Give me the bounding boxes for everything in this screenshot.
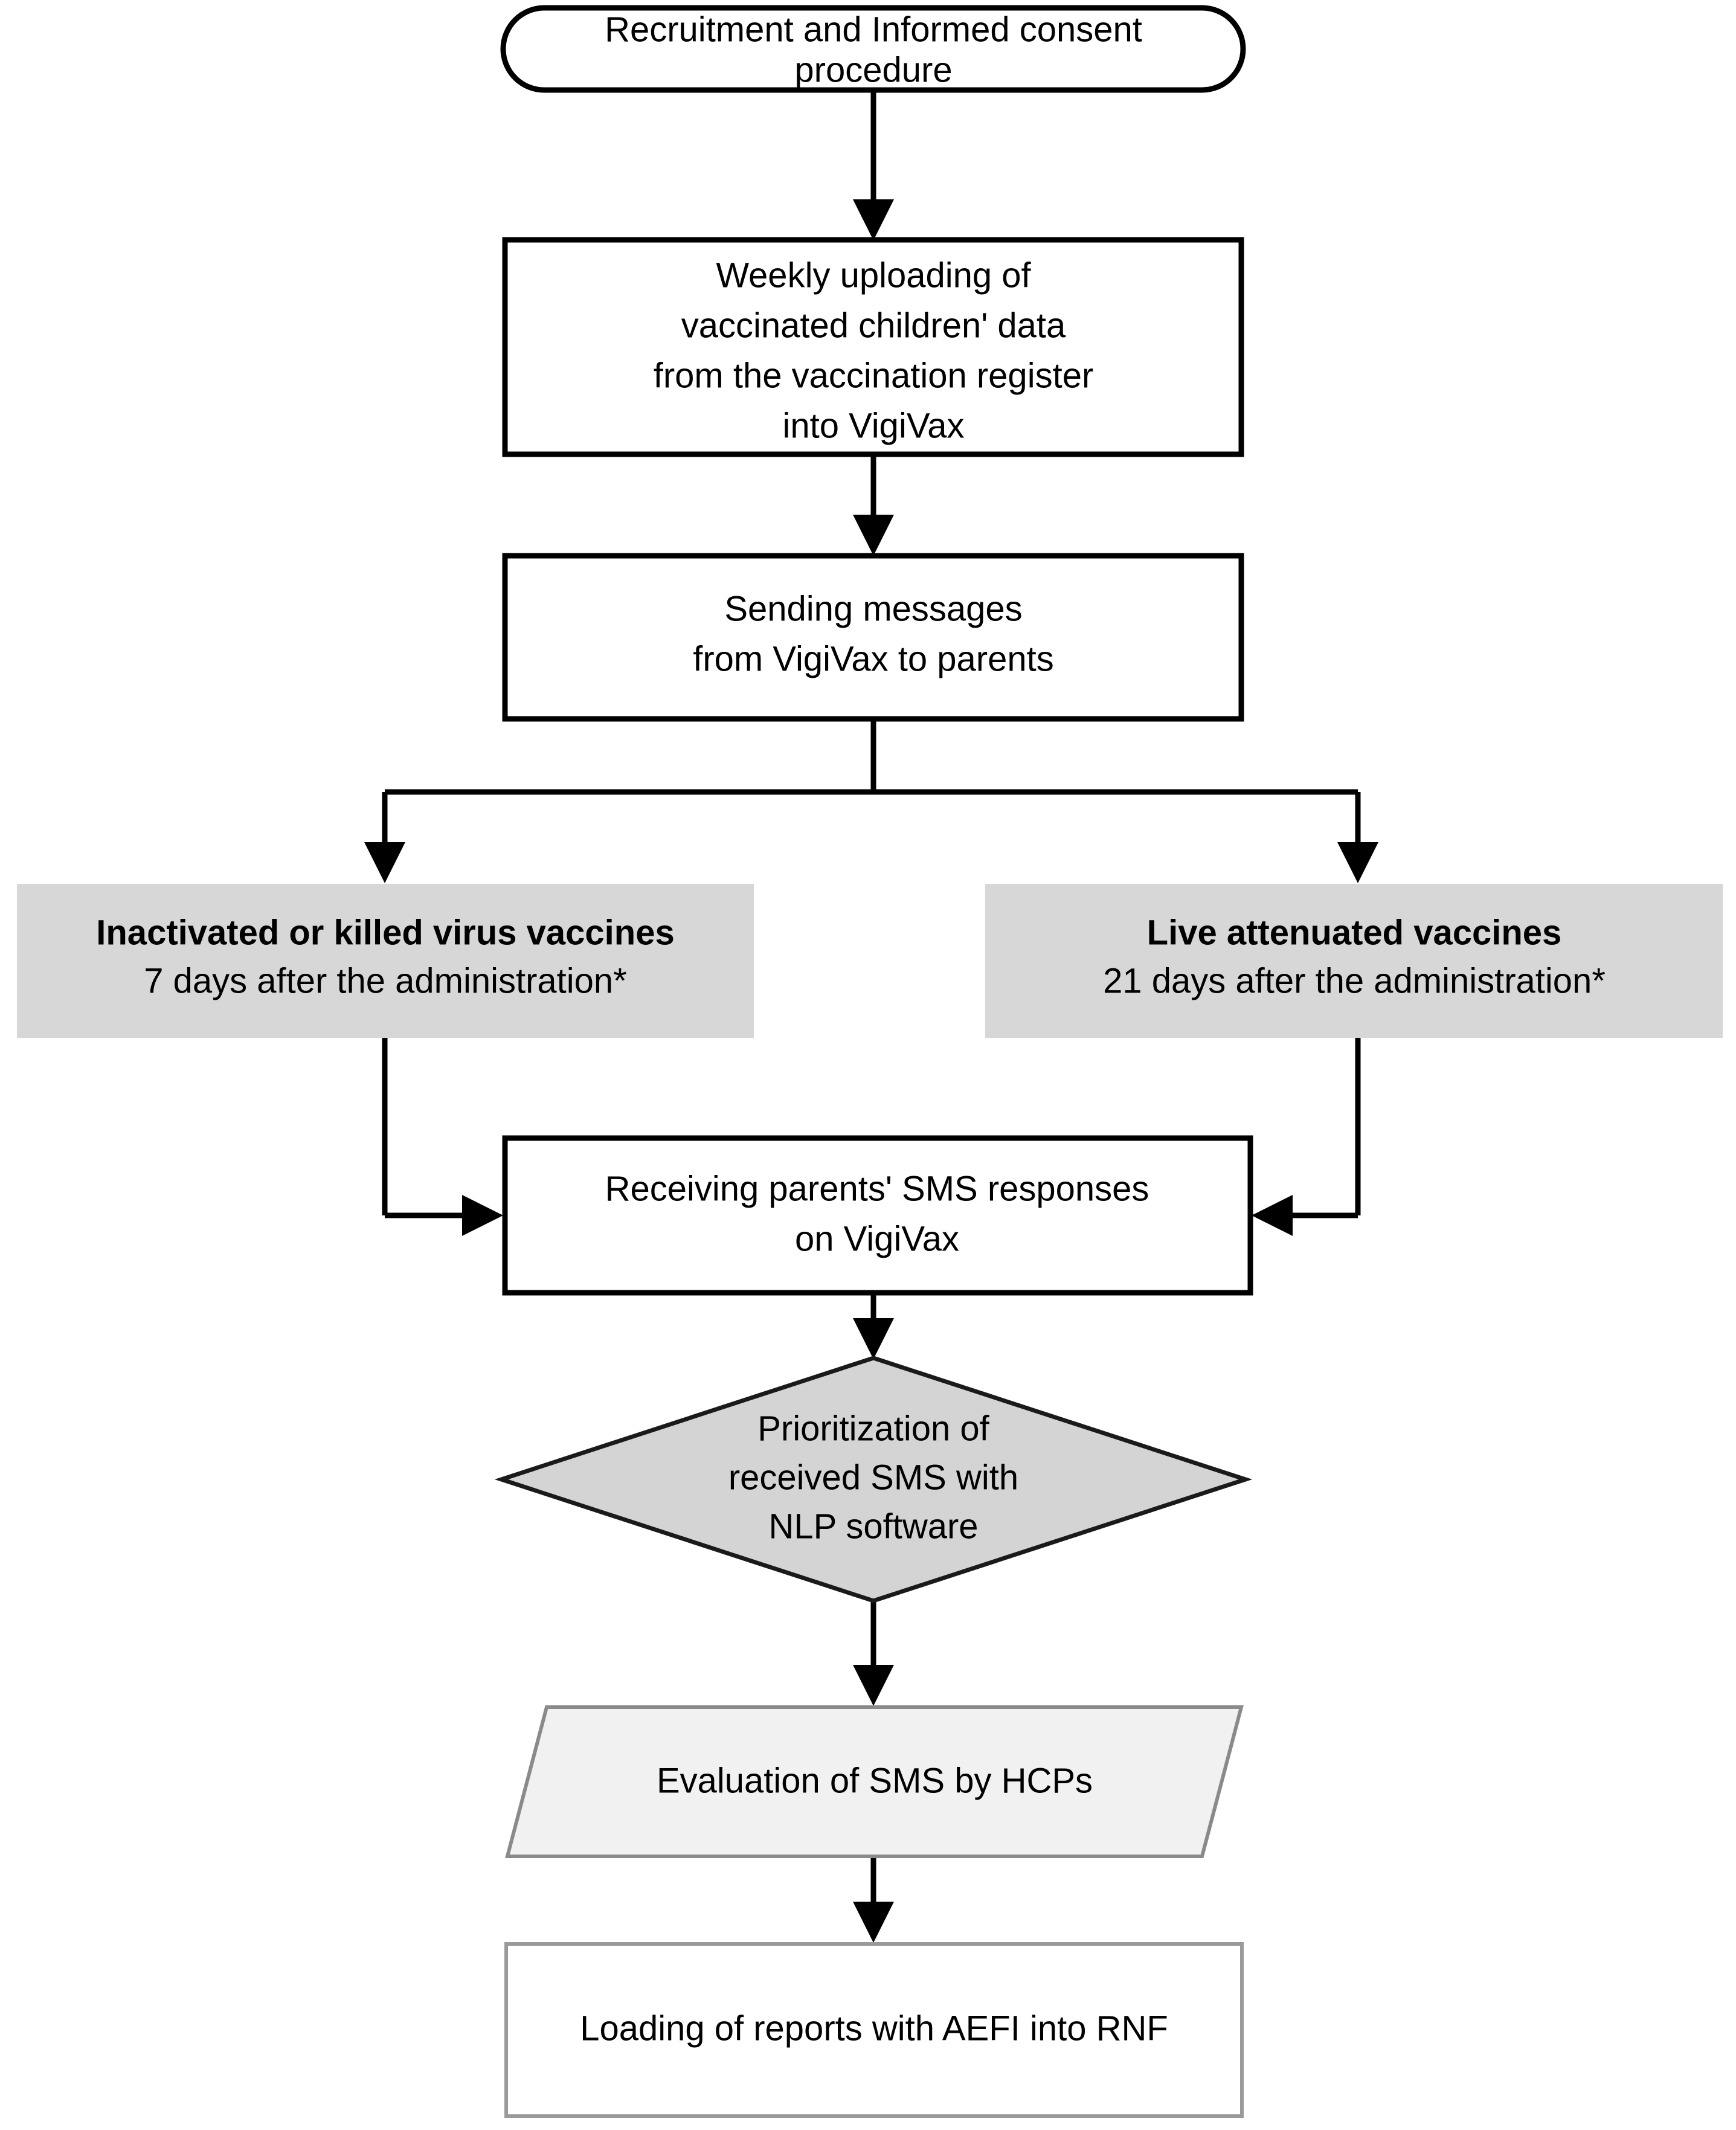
node-live-attenuated-vaccines[interactable]: Live attenuated vaccines 21 days after t… [985,884,1723,1038]
loading-reports-shape [504,1942,1244,2118]
evaluation-line-1: Evaluation of SMS by HCPs [657,1761,1093,1800]
node-receiving-sms[interactable]: Receiving parents' SMS responses on Vigi… [502,1135,1253,1296]
receiving-sms-shape [502,1135,1253,1296]
prioritization-line-1: Prioritization of [757,1409,989,1448]
inactivated-vaccines-title: Inactivated or killed virus vaccines [96,913,674,952]
weekly-upload-line-1: Weekly uploading of [716,256,1031,295]
recruitment-line-1: Recruitment and Informed consent [605,10,1142,49]
recruitment-shape [500,5,1246,93]
sending-messages-shape [502,553,1244,722]
sending-messages-line-2: from VigiVax to parents [693,639,1053,678]
edge-live-to-receiving [1252,1038,1361,1236]
node-evaluation[interactable]: Evaluation of SMS by HCPs [505,1705,1244,1858]
connector-layer [364,91,1378,1943]
sending-messages-line-1: Sending messages [724,589,1022,628]
edge-receiving-to-prioritization [853,1293,894,1359]
node-loading-reports[interactable]: Loading of reports with AEFI into RNF [504,1942,1244,2118]
edge-evaluation-to-loading-reports [853,1858,894,1943]
weekly-upload-line-3: from the vaccination register [654,356,1094,395]
prioritization-line-3: NLP software [768,1507,978,1546]
loading-reports-line-1: Loading of reports with AEFI into RNF [580,2009,1168,2048]
node-prioritization[interactable]: Prioritization of received SMS with NLP … [494,1356,1253,1603]
node-weekly-upload[interactable]: Weekly uploading of vaccinated children'… [502,237,1244,457]
inactivated-vaccines-subtitle: 7 days after the administration* [144,961,627,1000]
node-sending-messages[interactable]: Sending messages from VigiVax to parents [502,553,1244,722]
receiving-sms-line-1: Receiving parents' SMS responses [605,1169,1149,1208]
receiving-sms-line-2: on VigiVax [795,1219,959,1258]
prioritization-shape [494,1356,1253,1603]
live-attenuated-vaccines-shape [985,884,1723,1038]
edge-prioritization-to-evaluation [853,1601,894,1706]
prioritization-line-2: received SMS with [728,1458,1018,1497]
recruitment-line-2: procedure [794,50,952,89]
node-inactivated-vaccines[interactable]: Inactivated or killed virus vaccines 7 d… [17,884,754,1038]
weekly-upload-line-4: into VigiVax [783,406,965,445]
live-attenuated-vaccines-title: Live attenuated vaccines [1147,913,1562,952]
inactivated-vaccines-shape [17,884,754,1038]
edge-split-to-vaccine-branches [364,719,1378,883]
weekly-upload-line-2: vaccinated children' data [681,306,1066,345]
weekly-upload-shape [502,237,1244,457]
evaluation-shape [505,1705,1244,1858]
edge-recruitment-to-weekly-upload [853,91,894,240]
live-attenuated-vaccines-subtitle: 21 days after the administration* [1103,961,1606,1000]
node-recruitment[interactable]: Recruitment and Informed consent procedu… [500,5,1246,93]
edge-inactivated-to-receiving [382,1038,503,1236]
edge-weekly-upload-to-sending-messages [853,454,894,556]
